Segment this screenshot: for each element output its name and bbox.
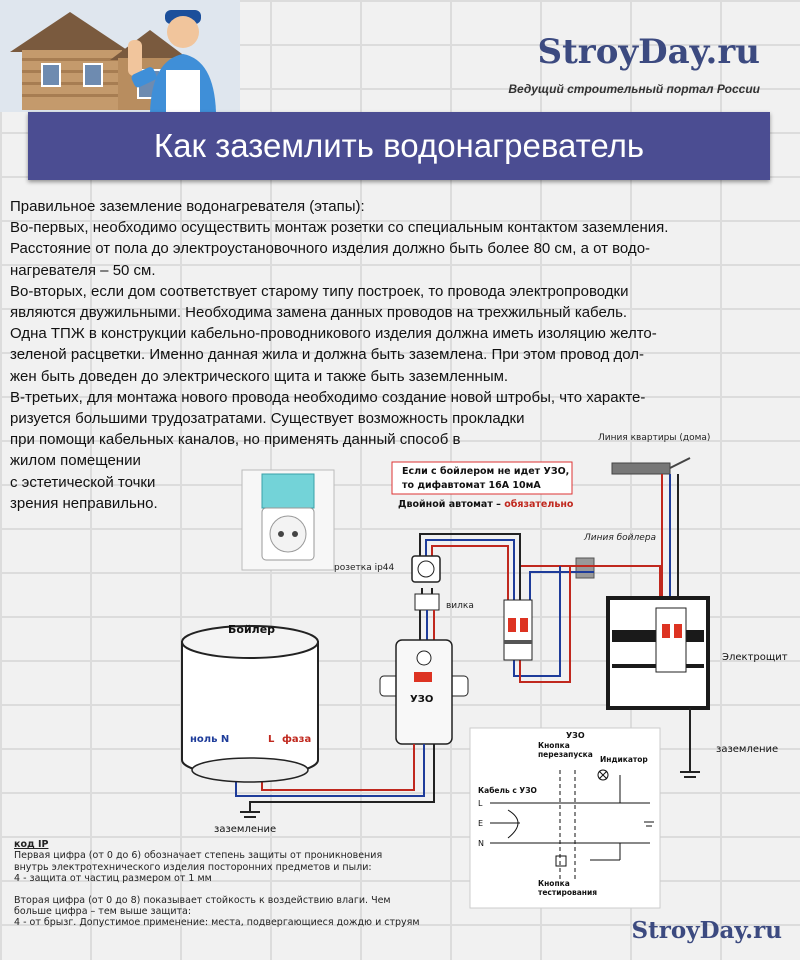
footer-logo[interactable]: StroyDay.ru — [631, 917, 782, 944]
socket-image — [241, 469, 335, 571]
double-breaker-icon — [503, 599, 533, 661]
boiler-line-label: Линия бойлера — [583, 533, 656, 543]
apartment-cable-end — [669, 457, 691, 469]
plug-icon — [414, 588, 440, 611]
article-line: ризуется большими трудозатратами. Сущест… — [10, 410, 525, 428]
wire-e-label: E — [478, 819, 483, 828]
ip-code-line: 4 - от брызг. Допустимое применение: мес… — [14, 917, 420, 929]
double-breaker-note: Двойной автомат – обязательно — [398, 499, 574, 510]
double-breaker-prefix: Двойной автомат – — [398, 499, 504, 510]
rcd-note: Если с бойлером не идет УЗО, то дифавтом… — [391, 461, 573, 495]
article-line: жен быть доведен до электрического щита … — [10, 367, 509, 385]
site-tagline: Ведущий строительный портал России — [508, 82, 760, 96]
test-button-label: Кнопка тестирования — [538, 879, 597, 897]
plug-to-rcd-wires — [419, 610, 435, 640]
boiler-image — [181, 625, 319, 818]
ip-code-line: 4 - защита от частиц размером от 1 мм — [14, 873, 212, 885]
socket-icon — [411, 555, 441, 583]
socket-to-breaker-wires — [419, 533, 571, 683]
panel-ground-wire — [680, 708, 700, 778]
rcd-device-icon — [379, 639, 469, 745]
apartment-cable — [611, 462, 671, 475]
page-title: Как заземлить водонагреватель — [28, 112, 770, 180]
header-illustration — [0, 0, 240, 112]
article-line: зрения неправильно. — [10, 494, 158, 512]
rcd-label: УЗО — [410, 694, 433, 705]
article-line: Одна ТПЖ в конструкции кабельно-проводни… — [10, 325, 657, 343]
article-line: являются двужильными. Необходима замена … — [10, 304, 628, 322]
article-line: Расстояние от пола до электроустановочно… — [10, 240, 651, 258]
ip-code-note: код IP Первая цифра (от 0 до 6) обознача… — [14, 839, 574, 929]
ip-code-spacer — [14, 885, 574, 895]
restart-button-label: Кнопка перезапуска — [538, 741, 593, 759]
article-line: с эстетической точки — [10, 473, 156, 491]
note-line-2: то дифавтомат 16А 10мА — [402, 480, 541, 491]
restart-line: перезапуска — [538, 750, 593, 759]
worker-image — [128, 10, 216, 112]
wire-n-label: N — [478, 839, 484, 848]
note-line-1: Если с бойлером не идет УЗО, — [402, 466, 569, 477]
article-text: Правильное заземление водонагревателя (э… — [10, 196, 798, 514]
double-breaker-emphasis: обязательно — [504, 499, 574, 510]
article-line: нагревателя – 50 см. — [10, 261, 156, 279]
site-logo[interactable]: StroyDay.ru — [537, 32, 760, 72]
ip-code-line: Вторая цифра (от 0 до 8) показывает стой… — [14, 894, 391, 906]
apartment-line-label: Линия квартиры (дома) — [598, 433, 710, 443]
boiler-label: Бойлер — [228, 623, 275, 636]
ip-code-title: код IP — [14, 839, 49, 850]
schematic-title: УЗО — [566, 731, 585, 740]
article-line: Правильное заземление водонагревателя (э… — [10, 198, 365, 215]
article-line: В-третьих, для монтажа нового провода не… — [10, 388, 646, 406]
article-line: зеленой расцветки. Именно данная жила и … — [10, 346, 645, 364]
ip-code-line: больше цифра – тем выше защита: — [14, 906, 192, 918]
article-line: Во-вторых, если дом соответствует старом… — [10, 282, 629, 300]
phase-label: фаза — [282, 733, 311, 745]
ip-code-line: Первая цифра (от 0 до 6) обозначает степ… — [14, 850, 383, 862]
electrical-panel-icon — [606, 596, 710, 710]
article-line: при помощи кабельных каналов, но применя… — [10, 431, 461, 449]
article-line: жилом помещении — [10, 452, 141, 470]
test-line: Кнопка — [538, 879, 570, 888]
cable-clamp — [575, 557, 595, 579]
ground-label-right: заземление — [716, 744, 778, 755]
rcd-schematic: УЗО Кнопка перезапуска Индикатор Кабель … — [469, 727, 661, 909]
article-line: Во-первых, необходимо осуществить монтаж… — [10, 219, 669, 237]
phase-letter: L — [268, 734, 275, 745]
panel-label: Электрощит — [722, 652, 788, 663]
ground-label-left: заземление — [214, 824, 276, 835]
wire-l-label: L — [478, 799, 483, 808]
ip-code-line: внутрь электротехнического изделия посто… — [14, 861, 372, 873]
plug-label: вилка — [446, 601, 474, 611]
test-line: тестирования — [538, 888, 597, 897]
indicator-label: Индикатор — [600, 755, 648, 764]
restart-line: Кнопка — [538, 741, 570, 750]
cable-rcd-label: Кабель с УЗО — [478, 786, 537, 795]
neutral-label: ноль N — [190, 734, 229, 745]
socket-label: розетка ip44 — [334, 563, 395, 573]
